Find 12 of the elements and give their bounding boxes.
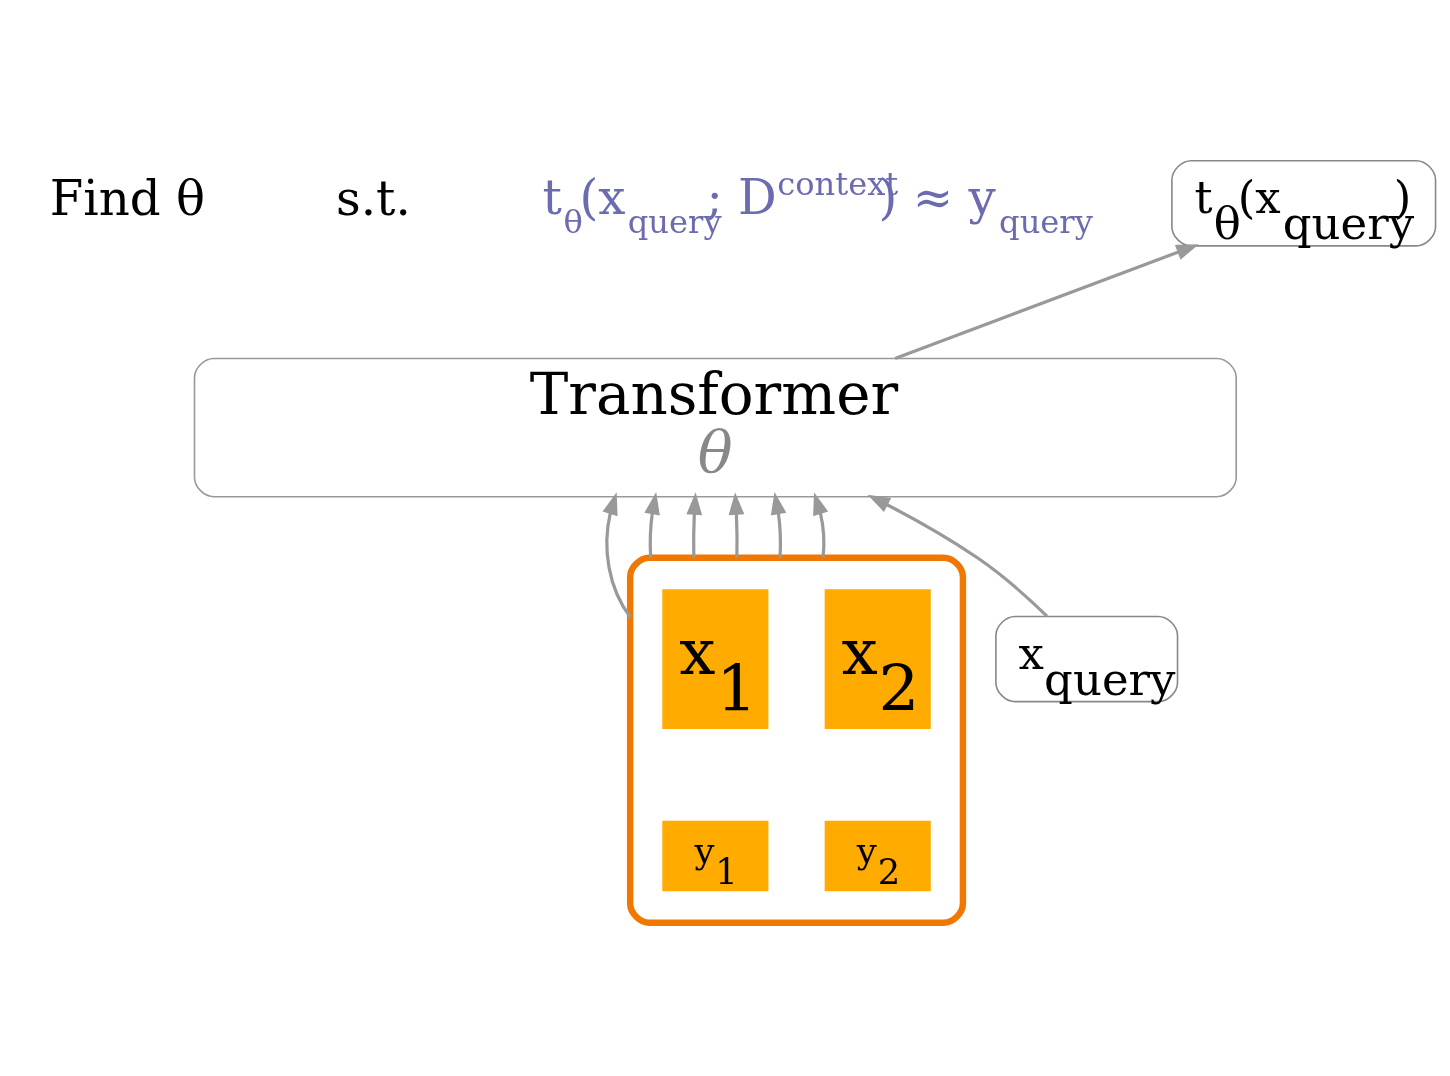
arrow	[602, 491, 632, 618]
arrow	[813, 491, 829, 558]
label: s.t.	[335, 169, 411, 226]
arrow	[644, 491, 660, 558]
arrow	[867, 494, 1049, 617]
label: Find θ	[49, 169, 205, 226]
arrow	[894, 243, 1199, 360]
arrow	[770, 491, 787, 558]
cluster	[626, 554, 967, 926]
arrow	[728, 491, 745, 558]
node-box: Transformer θ	[193, 357, 1237, 497]
arrow	[686, 491, 703, 558]
